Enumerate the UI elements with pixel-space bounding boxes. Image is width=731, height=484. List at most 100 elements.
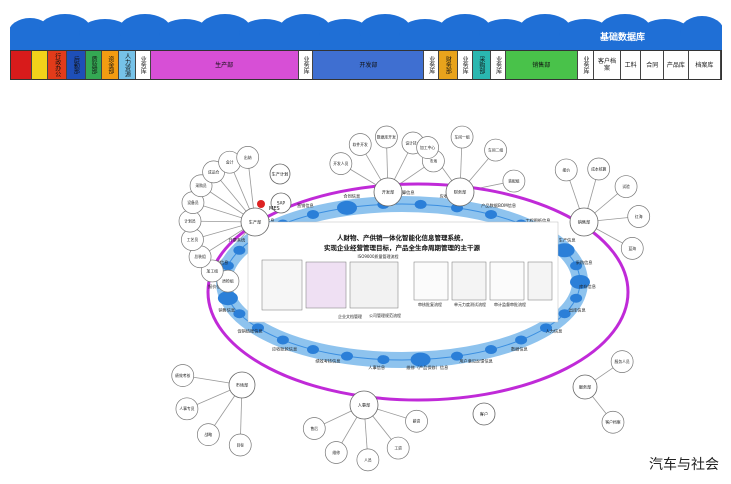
satellite-label: 服务人员 (615, 359, 630, 364)
satellite-node (175, 397, 199, 421)
center-title-line2: 实现企业经营管理目标，产品全生命周期管理的主干源 (324, 243, 481, 252)
ring-label: 促销结账信息 (237, 328, 262, 335)
satellite-node (587, 157, 611, 181)
ring-label: 产品数据BOM信息 (481, 202, 516, 209)
center-title-line1: 人财物、产供销一体化智能化信息管理系统， (337, 233, 467, 242)
ring-label: 人力信息 (546, 328, 563, 335)
ring-dot (515, 335, 528, 345)
ring-label: 库存信息 (579, 283, 596, 290)
ring-label: 销售信息 (218, 306, 235, 313)
department-node-label: 生产部 (249, 219, 262, 226)
department-node-label: 开发部 (382, 189, 395, 196)
satellite-node (386, 436, 410, 460)
satellite-label: 成本核算 (591, 166, 606, 171)
satellite-label: 设计技术 (405, 140, 420, 145)
department-cell: 质监部 (85, 51, 103, 79)
department-cell: 业务库 (135, 51, 151, 79)
sap-marker-icon (257, 200, 265, 208)
department-node-label: SAP (277, 201, 286, 206)
ring-dot (233, 309, 246, 319)
satellite-node (302, 417, 326, 440)
ring-dot (251, 323, 264, 333)
ring-dot (307, 209, 319, 219)
ring-dot (410, 352, 431, 367)
satellite-node (416, 136, 439, 159)
ring-label: 出库信息 (569, 306, 586, 313)
system-label: MES (269, 206, 280, 212)
satellite-label: 车间一组 (454, 134, 469, 139)
satellite-label: 客户档案 (605, 420, 620, 425)
center-labels: ISO9000质量管理流程企业文档管理公司管理规范流程审核批复流程单元力度测试流… (338, 253, 526, 319)
satellite-node (610, 350, 634, 373)
satellite-label: 试验 (622, 184, 630, 189)
ring-dot (276, 335, 289, 345)
department-node (349, 390, 379, 420)
ring-dot (336, 200, 357, 215)
satellite-label: 设备员 (187, 200, 199, 205)
department-node (445, 177, 475, 207)
department-node (270, 192, 292, 214)
ring-dot (540, 323, 553, 333)
satellite-label: 装配组 (508, 178, 520, 183)
center-label: ISO9000质量管理流程 (357, 253, 398, 259)
ring-label: 开票系统 (228, 237, 245, 244)
satellite-label: 质检组 (222, 279, 234, 284)
satellite-label: 维修 (332, 450, 340, 455)
ring-dot (570, 261, 583, 271)
department-cell: 生产部 (150, 51, 299, 79)
satellite-label: 开发人员 (333, 161, 348, 166)
satellite-node (324, 441, 348, 464)
outer-magenta-ellipse (206, 182, 630, 402)
department-cell: 采购部 (472, 51, 492, 79)
satellite-node (502, 169, 526, 193)
satellite-label: 绩效考核 (175, 373, 190, 378)
ring-dot (217, 291, 238, 306)
ring-label: 采购信息 (576, 259, 593, 266)
ring-label: 人事信息 (368, 364, 385, 371)
ring-label: 绩效考核信息 (315, 358, 340, 365)
diagram-canvas: 成本计算信息应收应付信息产品数据BOM信息工程图纸信息生产信息采购信息库存信息出… (171, 125, 651, 472)
center-label: 企业文档管理 (338, 313, 362, 319)
node-group: 开发部财务部生产部销售部市场部人事部服务部客户生产计划SAPMES (228, 163, 599, 426)
satellite-label: 工艺员 (187, 237, 199, 242)
department-cell: 合同 (641, 51, 665, 79)
satellite-label: 采购员 (195, 183, 207, 188)
department-cell: 业务库 (457, 51, 473, 79)
department-node (269, 163, 291, 185)
department-node (572, 374, 598, 400)
satellite-group: 开发人员软件开发数据库开发设计技术市场加工中心车间一组车间二组装配组质检组加工组… (171, 125, 651, 472)
ring-dot (307, 345, 319, 355)
department-cell (11, 51, 32, 79)
ring-dot (570, 275, 590, 289)
center-label: 审计监督审批流程 (494, 301, 526, 307)
ring-dot (221, 261, 234, 271)
ring-label: 数据信息 (511, 345, 528, 352)
satellite-label: 总装组 (194, 254, 206, 259)
department-cell: 财务部 (439, 51, 458, 79)
department-node (240, 207, 270, 237)
satellite-label: 会计 (226, 160, 234, 165)
department-node (472, 402, 496, 426)
center-label: 公司管理规范流程 (369, 312, 401, 318)
department-bar: 行政办公后勤部质监部资金部人力资源业务库生产部业务库开发部业务库财务部业务库采购… (10, 50, 722, 80)
department-node-label: 生产计划 (272, 171, 289, 178)
satellite-node (375, 125, 398, 149)
department-cell: 资金部 (102, 51, 120, 79)
department-cell: 后勤部 (67, 51, 86, 79)
satellite-node (620, 237, 644, 260)
ring-label: 用户意见反馈信息 (459, 358, 493, 365)
ring-dot (340, 351, 353, 361)
department-node-label: 市场部 (236, 382, 249, 389)
department-cell: 业务库 (491, 51, 506, 79)
department-cell: 业务库 (577, 51, 595, 79)
satellite-label: 软件开发 (353, 142, 368, 147)
ring-label: 工程图纸信息 (525, 217, 550, 224)
satellite-label: 数据库开发 (377, 134, 396, 139)
satellite-node (171, 364, 195, 387)
satellite-node (450, 125, 474, 149)
satellite-label: 车间二组 (488, 147, 503, 152)
satellite-node (554, 158, 578, 182)
department-node (569, 207, 599, 237)
department-cell (31, 51, 49, 79)
satellite-label: 加工组 (207, 268, 219, 273)
